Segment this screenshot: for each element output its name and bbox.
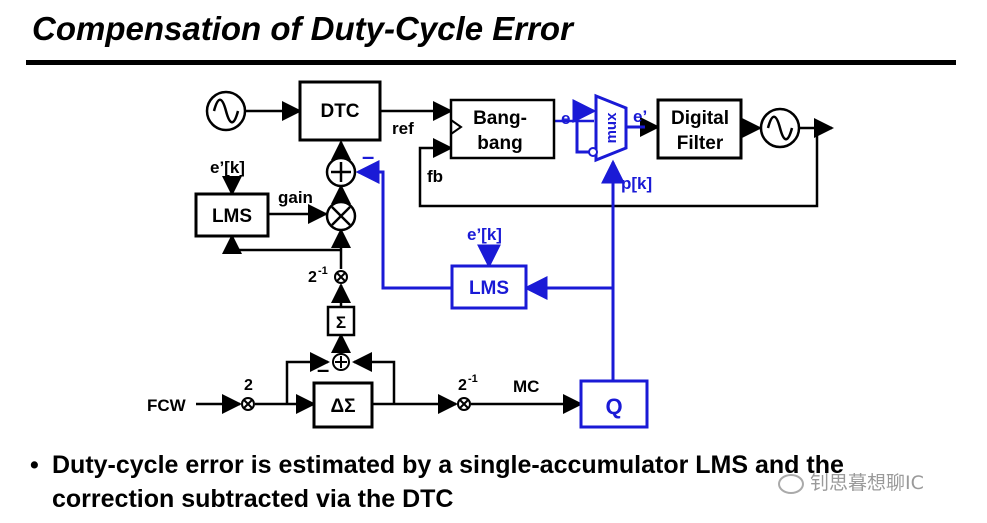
dtc-block <box>298 80 382 142</box>
delta-sigma-block <box>312 381 374 429</box>
watermark-text: 钊思暮想聊IC <box>810 472 924 494</box>
digital-filter-label-2: Filter <box>677 133 724 154</box>
accumulator-block <box>326 305 356 337</box>
watermark: 钊思暮想聊IC <box>778 468 924 495</box>
bang-bang-label-2: bang <box>477 133 522 154</box>
scale-top-base: 2 <box>308 269 317 286</box>
ref-label: ref <box>392 119 414 138</box>
bullet-point: • Duty-cycle error is estimated by a sin… <box>30 448 930 516</box>
lms-label: LMS <box>212 206 252 227</box>
blue-lms-label: LMS <box>469 278 509 299</box>
small-sum-minus-sign: – <box>317 357 329 382</box>
mux-invert-bubble <box>588 147 598 157</box>
mc-label: MC <box>513 377 539 396</box>
p-k-label: p[k] <box>621 174 652 193</box>
fcw-label: FCW <box>147 396 187 415</box>
mux-label: mux <box>603 112 620 144</box>
blue-e-prime-k-label: e’[k] <box>467 225 502 244</box>
e-prime-k-label: e’[k] <box>210 158 245 177</box>
delta-sigma-label: ΔΣ <box>330 396 355 417</box>
e-prime-label: e’ <box>633 107 647 126</box>
quantizer-block <box>579 379 649 429</box>
bullet-symbol: • <box>30 451 39 479</box>
dtc-label: DTC <box>320 101 359 122</box>
bullet-text: Duty-cycle error is estimated by a singl… <box>52 451 844 513</box>
mux-block <box>594 93 628 163</box>
bang-bang-label-1: Bang- <box>473 108 527 129</box>
digital-filter-block <box>656 98 743 160</box>
gain-label: gain <box>278 188 313 207</box>
fcw-gain-label: 2 <box>244 377 253 394</box>
blue-lms-block <box>450 264 528 310</box>
accumulator-label: Σ <box>336 313 346 332</box>
title-underline <box>26 60 956 65</box>
scale-bottom-exp: -1 <box>468 373 478 385</box>
slide-title: Compensation of Duty-Cycle Error <box>32 10 573 47</box>
sum-minus-sign: – <box>362 144 374 169</box>
lms-block <box>194 192 270 238</box>
e-label: e <box>561 109 570 128</box>
scale-top-exp: -1 <box>318 265 328 277</box>
quantizer-label: Q <box>605 394 622 419</box>
bang-bang-block <box>449 98 556 160</box>
digital-filter-label-1: Digital <box>671 108 729 129</box>
fb-label: fb <box>427 167 443 186</box>
wechat-icon <box>778 473 804 494</box>
scale-bottom-base: 2 <box>458 377 467 394</box>
